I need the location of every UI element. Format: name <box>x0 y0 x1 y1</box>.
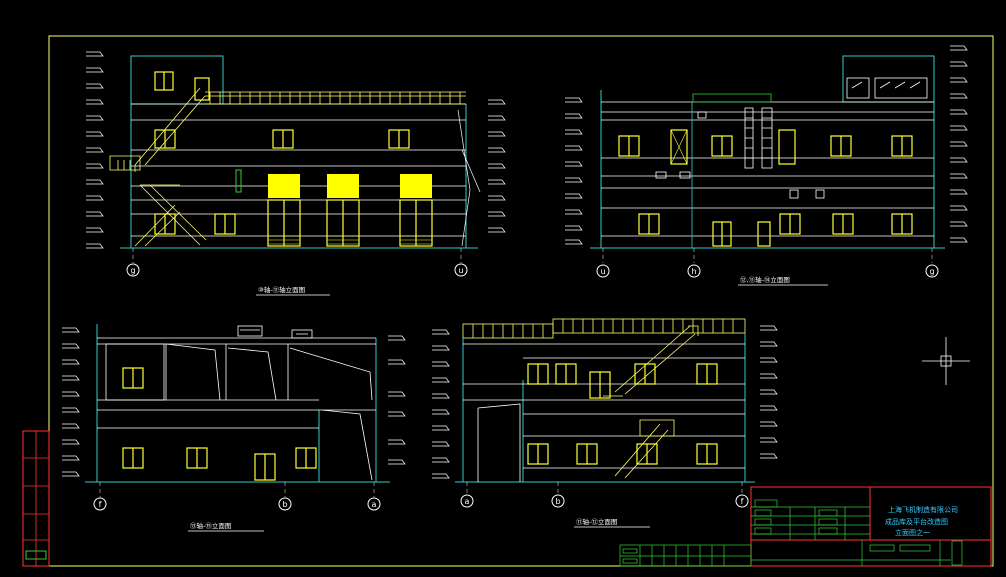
axis-lines-1 <box>132 248 462 263</box>
windows-3 <box>122 367 317 481</box>
axis-label-3b: b <box>282 500 287 509</box>
vents-2 <box>655 111 825 199</box>
elevation-view-2[interactable]: u h g ⑫,⑪轴-⑭立面图 <box>565 45 968 286</box>
title-project: 上海飞机制造有限公司 <box>888 505 958 514</box>
drawing-frame <box>48 35 994 567</box>
title-block[interactable]: 上海飞机制造有限公司 成品库及平台改造图 立面图之一 <box>619 486 992 567</box>
axis-bubble-1a <box>126 263 140 277</box>
floor-lines-2 <box>601 101 934 237</box>
title-block-bottom-row <box>751 540 963 566</box>
title-block-frame <box>750 486 992 567</box>
external-stair-4 <box>603 325 699 479</box>
axis-label-3c: a <box>372 500 377 509</box>
loading-doors-1 <box>267 174 433 247</box>
axis-lines-4 <box>466 482 743 494</box>
core-stair-2 <box>744 107 773 169</box>
floor-lines-4 <box>463 343 745 482</box>
axis-label-2c: g <box>929 267 934 276</box>
binding-stamp <box>25 550 47 560</box>
binding-margin-lines <box>23 431 49 566</box>
title-drawing-name: 成品库及平台改造图 <box>885 517 948 526</box>
axis-label-1a: g <box>130 266 135 275</box>
external-stair-1 <box>109 87 207 247</box>
level-markers-left-3 <box>62 327 80 477</box>
level-markers-left-2 <box>565 97 583 245</box>
elevation-view-4[interactable]: a b f ⑪轴-⑫立面图 <box>432 318 778 528</box>
axis-label-4c: f <box>741 497 744 506</box>
roof-railing-2 <box>691 93 772 248</box>
green-marker-1 <box>235 169 242 193</box>
windows-4 <box>527 363 718 465</box>
axis-bubble-3c <box>367 497 381 511</box>
axis-bubble-2b <box>687 264 701 278</box>
elevation-view-3[interactable]: f b a ⑬轴-⑮立面图 <box>62 324 406 532</box>
axis-bubble-2c <box>925 264 939 278</box>
axis-label-1b: u <box>458 266 463 275</box>
level-markers-right-4 <box>760 325 778 459</box>
roof-railing-1 <box>205 91 466 105</box>
view-title-3: ⑬轴-⑮立面图 <box>190 521 231 530</box>
axis-label-2b: h <box>691 267 696 276</box>
view-title-2: ⑫,⑪轴-⑭立面图 <box>740 275 790 284</box>
level-markers-left-4 <box>432 329 450 479</box>
floor-lines-3 <box>97 337 376 481</box>
roof-units-3 <box>237 325 313 339</box>
view-title-1: ⑩轴-⑪轴立面图 <box>258 285 305 294</box>
axis-bubble-3a <box>93 497 107 511</box>
signature-strip <box>619 544 752 567</box>
level-markers-right-3 <box>388 335 406 465</box>
level-markers-right-2 <box>950 45 968 243</box>
crosshair-cursor <box>922 337 970 385</box>
axis-label-3a: f <box>99 500 102 509</box>
title-sheet-name: 立面图之一 <box>895 528 930 537</box>
roof-tanks-2 <box>846 77 928 99</box>
view-title-4: ⑪轴-⑫立面图 <box>576 517 617 526</box>
level-markers-left-1 <box>86 51 104 249</box>
edge-detail-1 <box>457 109 481 247</box>
axis-lines-3 <box>99 482 375 497</box>
revision-table <box>751 499 870 540</box>
axis-label-4a: a <box>465 497 470 506</box>
axis-label-2a: u <box>600 267 605 276</box>
axis-bubble-4a <box>460 494 474 508</box>
axis-bubble-4b <box>551 494 565 508</box>
axis-bubble-2a <box>596 264 610 278</box>
windows-2 <box>618 129 913 247</box>
axis-bubble-4c <box>735 494 749 508</box>
axis-bubble-3b <box>278 497 292 511</box>
axis-bubble-1b <box>454 263 468 277</box>
building-outline-4 <box>455 333 755 483</box>
elevation-view-1[interactable]: g u ⑩轴-⑪轴立面图 <box>86 51 506 296</box>
axis-label-4b: b <box>555 497 560 506</box>
axis-lines-2 <box>602 248 933 263</box>
roof-railing-4 <box>462 318 746 339</box>
level-markers-right-1 <box>488 99 506 233</box>
windows-1 <box>154 71 410 235</box>
building-outline-3 <box>85 324 390 483</box>
